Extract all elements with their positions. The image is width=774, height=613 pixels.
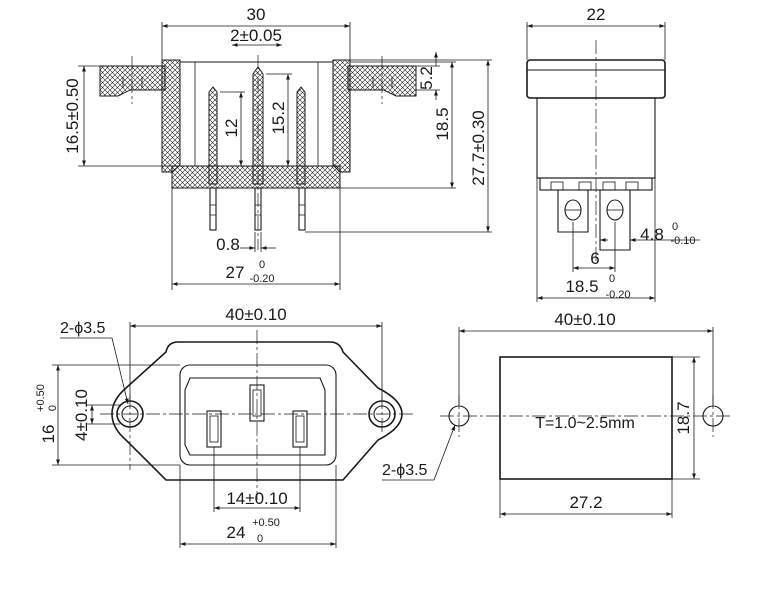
svg-text:0: 0 (259, 259, 265, 271)
left-flange-hole (122, 77, 143, 88)
right-flange-hole (372, 77, 393, 88)
svg-text:+0.50: +0.50 (35, 384, 47, 412)
svg-text:0: 0 (609, 273, 615, 285)
svg-text:-0.20: -0.20 (249, 273, 274, 285)
dim-flange-height: 16.5±0.50 (63, 78, 82, 154)
left-flange (99, 65, 166, 97)
dim-total-height: 27.7±0.30 (469, 110, 488, 186)
front-face-view: 2-ϕ3.5 40±0.10 16 +0.50 0 4±0.10 14±0.10… (35, 305, 415, 548)
svg-text:+0.50: +0.50 (252, 517, 280, 529)
panel-cutout-view: T=1.0~2.5mm 40±0.10 18.7 27.2 2-ϕ3.5 (382, 310, 730, 518)
pin-left (208, 86, 218, 185)
dim-hole-offset: 4±0.10 (72, 389, 91, 441)
cutout-rect (499, 356, 673, 480)
front-section-view: 30 2±0.05 16.5±0.50 12 15.2 5.2 18.5 27.… (63, 5, 492, 290)
side-view: 22 4.8 0 -0.10 6 18.5 0 -0.20 (526, 5, 700, 302)
dim-pin-len-2: 15.2 (269, 101, 288, 134)
dim-flange-thk: 5.2 (417, 66, 436, 90)
dim-base-width: 27 (226, 263, 245, 282)
dim-flange-h: 16 (39, 425, 58, 444)
dim-cutout-spacing: 40±0.10 (554, 310, 615, 329)
dim-body-depth: 18.5 (433, 107, 452, 140)
hole-callout: 2-ϕ3.5 (60, 320, 106, 337)
dim-term-pitch: 6 (590, 249, 599, 268)
svg-text:0: 0 (257, 533, 263, 545)
dim-body-width: 24 (227, 523, 246, 542)
dim-side-width: 22 (587, 5, 606, 24)
dim-contact-spacing: 14±0.10 (226, 489, 287, 508)
svg-text:0: 0 (47, 405, 59, 411)
pin-right (296, 86, 306, 185)
dim-hole-spacing: 40±0.10 (225, 305, 286, 324)
panel-thickness-note: T=1.0~2.5mm (535, 415, 635, 432)
dim-term-width: 4.8 (640, 225, 664, 244)
dim-pin-thk: 0.8 (216, 235, 240, 254)
svg-text:-0.20: -0.20 (605, 289, 630, 301)
svg-text:-0.10: -0.10 (670, 235, 695, 247)
svg-text:0: 0 (672, 221, 678, 233)
socket-opening (184, 377, 326, 456)
left-wall (161, 59, 181, 173)
dim-cutout-height: 18.7 (674, 401, 693, 434)
dim-top-width: 30 (247, 5, 266, 24)
dim-pin-len-1: 12 (222, 119, 241, 138)
dim-pin-pitch: 2±0.05 (230, 26, 282, 45)
cutout-hole-callout: 2-ϕ3.5 (382, 462, 428, 479)
dim-side-base: 18.5 (565, 277, 598, 296)
right-wall (332, 59, 351, 173)
dim-cutout-width: 27.2 (569, 493, 602, 512)
